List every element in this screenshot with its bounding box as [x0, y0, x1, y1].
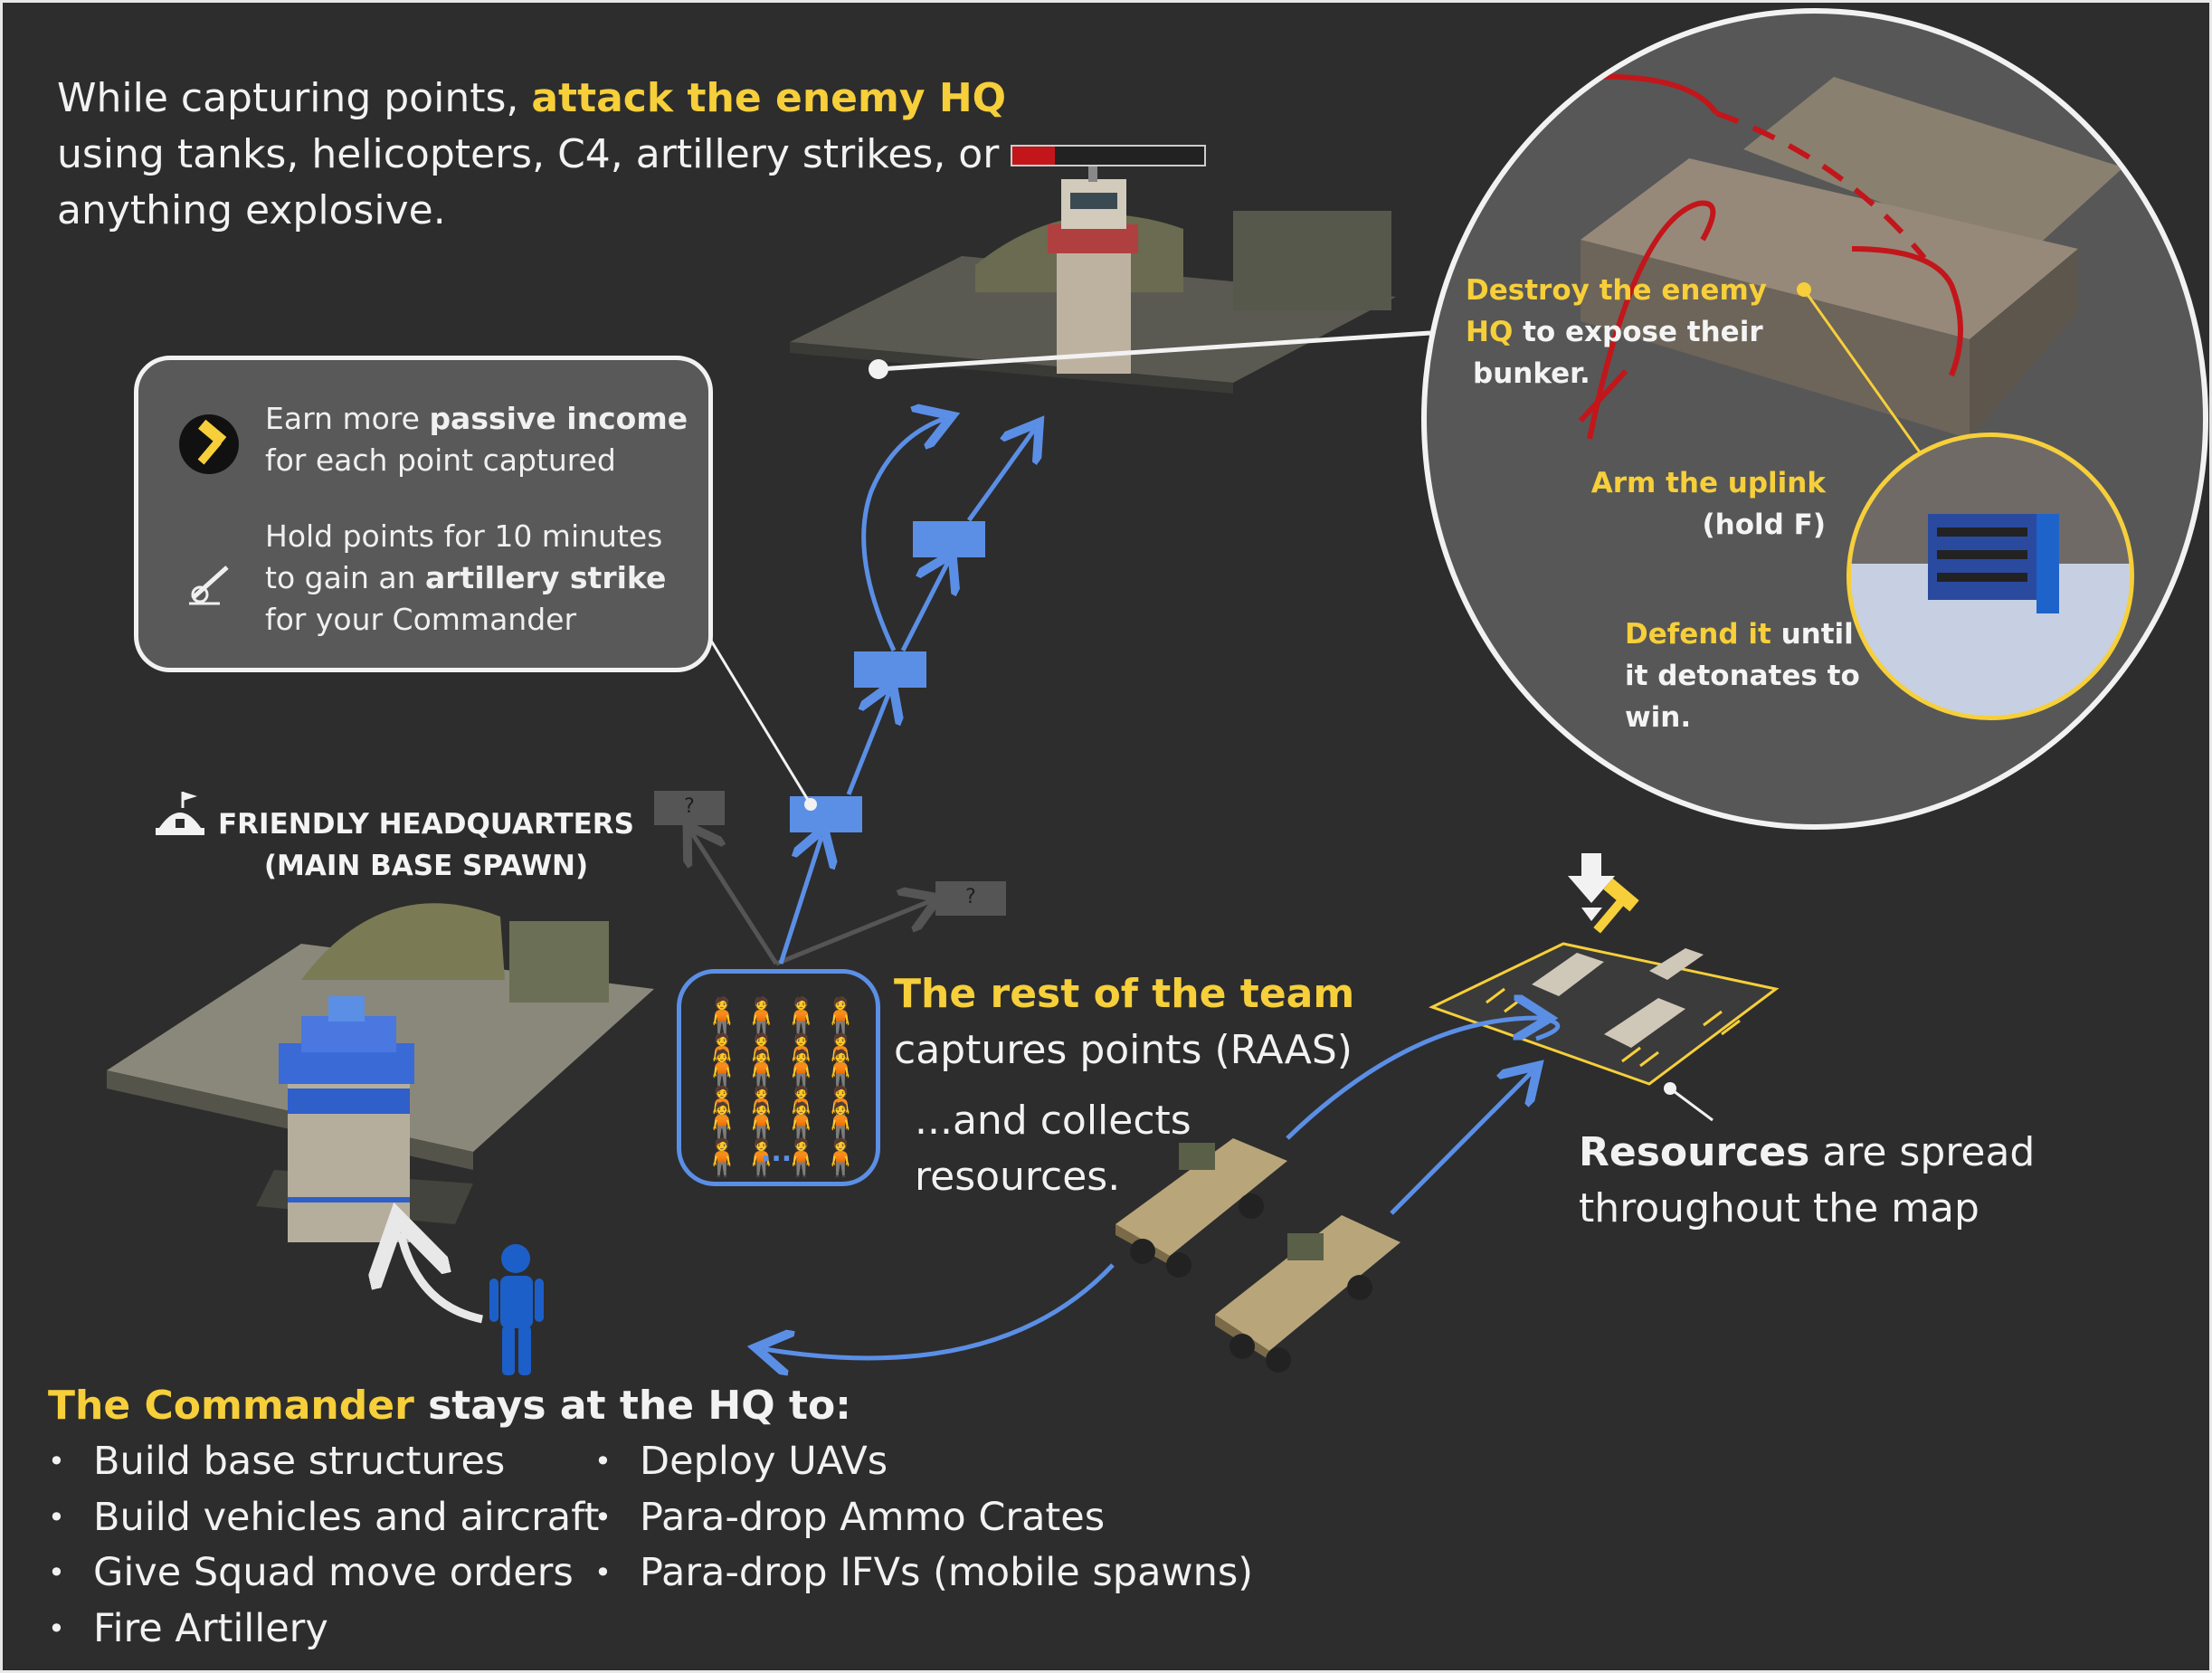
enemy-hq-anchor-dot [869, 359, 888, 379]
passive-income-text: Earn more passive income for each point … [265, 398, 699, 481]
arrow-to-point-2 [846, 692, 889, 795]
collects-text: ...and collects resources. [915, 1093, 1191, 1205]
commander-title-yellow: The Commander [48, 1383, 414, 1429]
intro-highlight: attack the enemy HQ [531, 75, 1007, 121]
team-more: ... [761, 1136, 793, 1168]
enemy-hq-leader-line [878, 330, 1431, 372]
drop-hammer-icon [1568, 853, 1639, 934]
commander-tasks-left: Build base structures Build vehicles and… [48, 1434, 599, 1657]
info2-bold: artillery strike [425, 560, 667, 595]
friendly-hq-building [107, 903, 654, 1242]
team-row-3: 🧍🧍🧍🧍🧍🧍🧍🧍 [699, 1101, 863, 1179]
commander-to-hq-arrow [401, 1233, 483, 1324]
team-text: The rest of the team captures points (RA… [894, 966, 1354, 1079]
enemy-hq-health-bar [1011, 145, 1206, 166]
destroy-line1: Destroy the enemy [1466, 274, 1767, 307]
collects-line2: resources. [915, 1154, 1121, 1200]
resources-rest1: are spread [1809, 1129, 2036, 1175]
commander-task: Give Squad move orders [48, 1545, 599, 1602]
uplink-device-closeup [1846, 433, 2134, 720]
base-flag-icon [152, 788, 208, 842]
commander-task: Build base structures [48, 1434, 599, 1490]
arm-line1: Arm the uplink [1590, 467, 1826, 499]
resource-field [1429, 942, 1780, 1086]
destroy-hq-word: HQ [1466, 316, 1514, 348]
arrow-to-enemy-hq-1 [861, 419, 944, 652]
defend-yellow: Defend it [1625, 618, 1771, 651]
destroy-hq-text: Destroy the enemy HQ to expose their bun… [1466, 270, 1767, 394]
info1-post: for each point captured [265, 442, 616, 478]
arrow-to-enemy-hq-2 [966, 430, 1034, 522]
capture-point-2 [854, 651, 926, 688]
resources-text: Resources are spread throughout the map [1579, 1125, 2035, 1237]
commander-title: The Commander stays at the HQ to: [48, 1378, 851, 1434]
arm-uplink-text: Arm the uplink (hold F) [1581, 462, 1826, 546]
arrow-to-unknown-point-1 [692, 833, 779, 965]
commander-task: Build vehicles and aircraft [48, 1490, 599, 1546]
team-subtitle: captures points (RAAS) [894, 1027, 1353, 1073]
hammer-icon [179, 414, 239, 474]
supply-truck-1 [1115, 1138, 1287, 1278]
bunker-illustration [1578, 73, 2123, 485]
supply-truck-2 [1215, 1215, 1400, 1373]
enemy-bunker-callout [1421, 8, 2208, 830]
artillery-strike-text: Hold points for 10 minutes to gain an ar… [265, 516, 699, 641]
arrow-to-unknown-point-2 [775, 901, 930, 966]
resources-to-trucks-arrow [1390, 1072, 1532, 1215]
unknown-capture-point-2: ? [935, 881, 1006, 916]
capture-point-1 [790, 796, 862, 832]
unknown-capture-point-1: ? [654, 791, 725, 825]
diagram-overlay [107, 164, 1780, 1670]
defend-line3: win. [1625, 701, 1692, 734]
defend-line1-rest: until [1771, 618, 1854, 651]
trucks-to-resources-arrow [1286, 1018, 1541, 1140]
arrow-to-point-1 [778, 837, 821, 965]
info1-bold: passive income [429, 401, 688, 436]
commander-task: Para-drop Ammo Crates [594, 1490, 1253, 1546]
commander-task: Fire Artillery [48, 1602, 599, 1658]
commander-tasks-right: Deploy UAVs Para-drop Ammo Crates Para-d… [594, 1434, 1253, 1602]
commander-task: Para-drop IFVs (mobile spawns) [594, 1545, 1253, 1602]
intro-text: While capturing points, attack the enemy… [57, 71, 1052, 239]
destroy-line3: bunker. [1473, 357, 1590, 390]
team-row-1: 🧍🧍🧍🧍🧍🧍🧍🧍 [699, 996, 863, 1074]
info1-pre: Earn more [265, 401, 430, 436]
team-row-2: 🧍🧍🧍🧍🧍🧍🧍🧍 [699, 1049, 863, 1126]
defend-line2: it detonates to [1625, 660, 1860, 692]
friendly-hq-label: FRIENDLY HEADQUARTERS (MAIN BASE SPAWN) [218, 803, 634, 887]
artillery-icon [184, 555, 238, 609]
commander-figure [489, 1244, 544, 1375]
enemy-hq-health-fill [1012, 147, 1055, 165]
trucks-to-hq-arrow [764, 1263, 1115, 1358]
collects-line1: ...and collects [915, 1098, 1191, 1144]
info2-pre: Hold points for 10 minutes to gain an [265, 518, 663, 595]
commander-task: Deploy UAVs [594, 1434, 1253, 1490]
defend-uplink-text: Defend it until it detonates to win. [1625, 613, 1860, 738]
commander-title-rest: stays at the HQ to: [413, 1383, 851, 1429]
info2-post: for your Commander [265, 602, 577, 637]
capture-info-box: Earn more passive income for each point … [134, 356, 713, 672]
info-box-leader-line [707, 635, 812, 805]
resources-bold: Resources [1579, 1129, 1810, 1175]
team-icon-box: 🧍🧍🧍🧍🧍🧍🧍🧍 🧍🧍🧍🧍🧍🧍🧍🧍 🧍🧍🧍🧍🧍🧍🧍🧍 ... [677, 969, 880, 1186]
destroy-line2-rest: to expose their [1513, 316, 1763, 348]
friendly-hq-line2: (MAIN BASE SPAWN) [263, 850, 589, 882]
friendly-hq-line1: FRIENDLY HEADQUARTERS [218, 808, 635, 841]
arm-line2: (hold F) [1702, 509, 1827, 541]
arrow-to-point-3 [900, 562, 948, 652]
team-title: The rest of the team [894, 971, 1355, 1017]
resources-line2: throughout the map [1579, 1185, 1979, 1231]
capture-point-3 [913, 521, 985, 557]
intro-part1: While capturing points, [57, 75, 532, 121]
intro-part2: using tanks, helicopters, C4, artillery … [57, 131, 1000, 233]
